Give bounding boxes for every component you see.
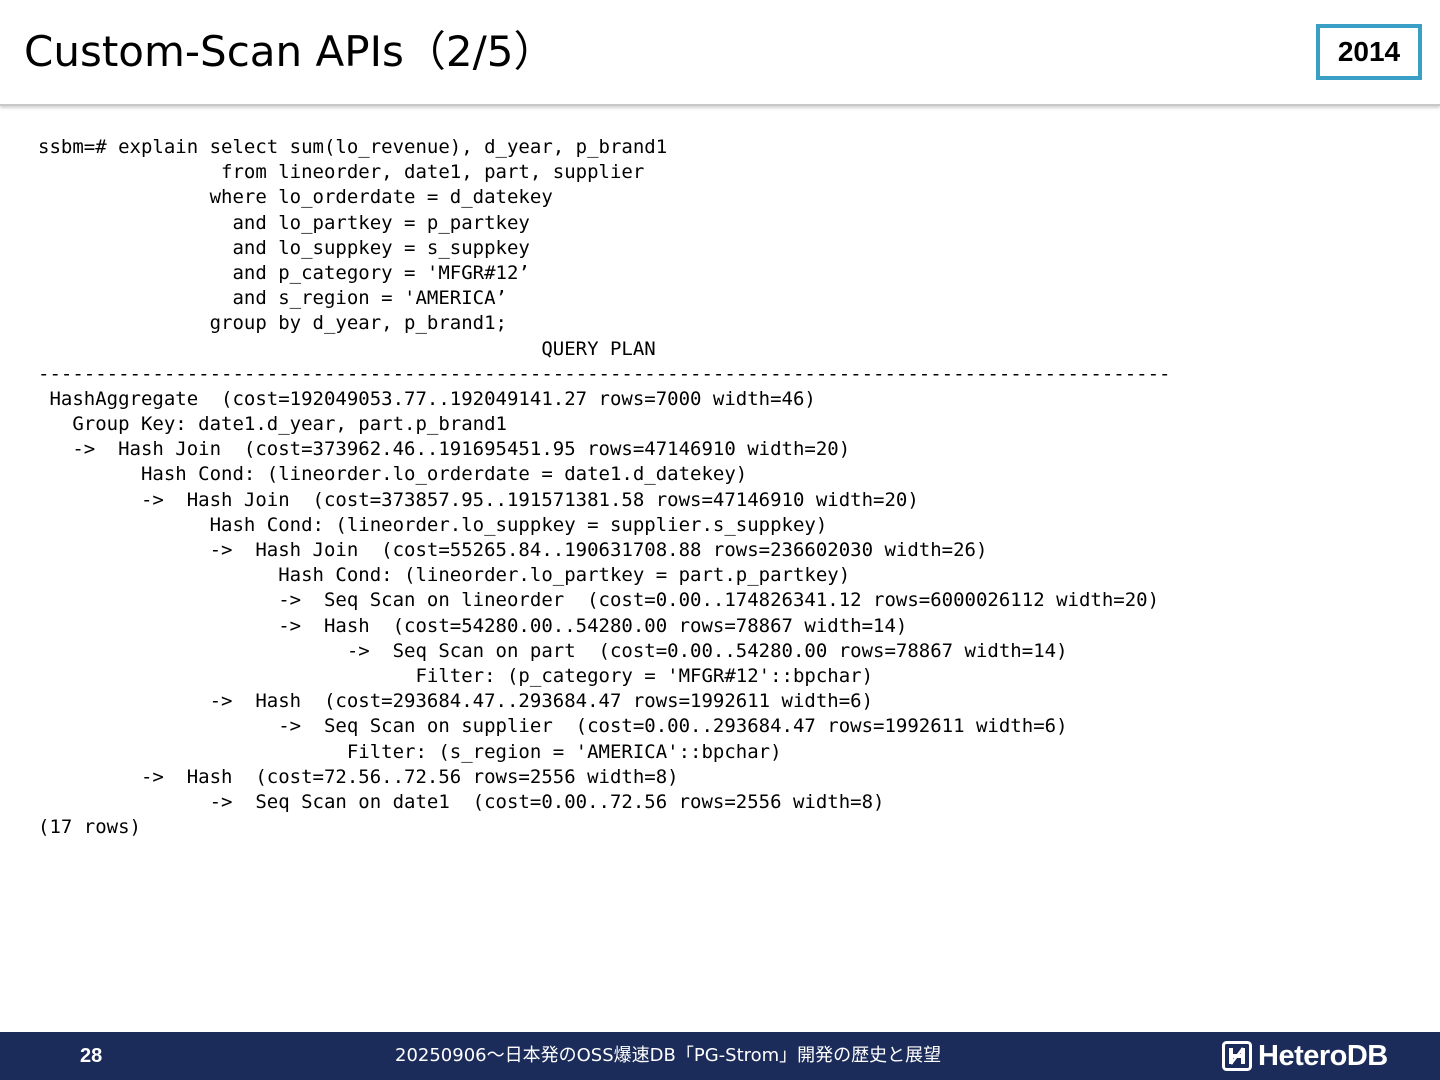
plan-line: -> Hash (cost=293684.47..293684.47 rows=… xyxy=(38,690,874,713)
plan-line: Filter: (p_category = 'MFGR#12'::bpchar) xyxy=(38,664,874,687)
explain-output: ssbm=# explain select sum(lo_revenue), d… xyxy=(38,135,1170,840)
plan-line: -> Seq Scan on supplier (cost=0.00..2936… xyxy=(38,715,1068,738)
plan-line: -> Seq Scan on part (cost=0.00..54280.00… xyxy=(38,639,1068,662)
plan-line: -> Seq Scan on lineorder (cost=0.00..174… xyxy=(38,589,1160,612)
plan-line: Hash Cond: (lineorder.lo_partkey = part.… xyxy=(38,564,851,587)
separator-line: ----------------------------------------… xyxy=(38,362,1171,385)
code-line: ssbm=# explain select sum(lo_revenue), d… xyxy=(38,136,668,158)
slide-footer: 28 20250906～日本発のOSS爆速DB「PG-Strom」開発の歴史と展… xyxy=(0,1032,1440,1080)
code-line: and lo_suppkey = s_suppkey xyxy=(38,236,530,259)
plan-line: Hash Cond: (lineorder.lo_orderdate = dat… xyxy=(38,463,748,486)
plan-line: -> Hash Join (cost=373962.46..191695451.… xyxy=(38,438,851,461)
plan-line: Group Key: date1.d_year, part.p_brand1 xyxy=(38,413,507,436)
plan-line: -> Hash (cost=54280.00..54280.00 rows=78… xyxy=(38,614,908,637)
code-line: where lo_orderdate = d_datekey xyxy=(38,186,553,209)
slide-title: Custom-Scan APIs（2/5） xyxy=(24,27,556,76)
code-line: and s_region = 'AMERICA’ xyxy=(38,287,507,310)
plan-line: -> Hash Join (cost=55265.84..190631708.8… xyxy=(38,539,988,561)
plan-line: Hash Cond: (lineorder.lo_suppkey = suppl… xyxy=(38,513,828,536)
plan-line: HashAggregate (cost=192049053.77..192049… xyxy=(38,387,816,410)
plan-line: -> Hash (cost=72.56..72.56 rows=2556 wid… xyxy=(38,765,679,788)
plan-line: Filter: (s_region = 'AMERICA'::bpchar) xyxy=(38,740,782,763)
row-count: (17 rows) xyxy=(38,816,141,839)
query-plan-heading: QUERY PLAN xyxy=(38,337,656,360)
year-badge: 2014 xyxy=(1316,24,1422,80)
code-line: group by d_year, p_brand1; xyxy=(38,312,507,335)
brand-name: HeteroDB xyxy=(1258,1040,1388,1072)
code-line: and lo_partkey = p_partkey xyxy=(38,211,530,234)
footer-caption: 20250906～日本発のOSS爆速DB「PG-Strom」開発の歴史と展望 xyxy=(395,1045,942,1066)
plan-line: -> Hash Join (cost=373857.95..191571381.… xyxy=(38,488,919,511)
heterodb-logo-icon xyxy=(1222,1041,1252,1071)
code-line: from lineorder, date1, part, supplier xyxy=(38,161,645,184)
page-number: 28 xyxy=(80,1045,103,1067)
brand-logo: HeteroDB xyxy=(1222,1041,1388,1071)
code-line: and p_category = 'MFGR#12’ xyxy=(38,261,530,284)
plan-line: -> Seq Scan on date1 (cost=0.00..72.56 r… xyxy=(38,790,885,813)
slide-header: Custom-Scan APIs（2/5） 2014 xyxy=(0,0,1440,106)
